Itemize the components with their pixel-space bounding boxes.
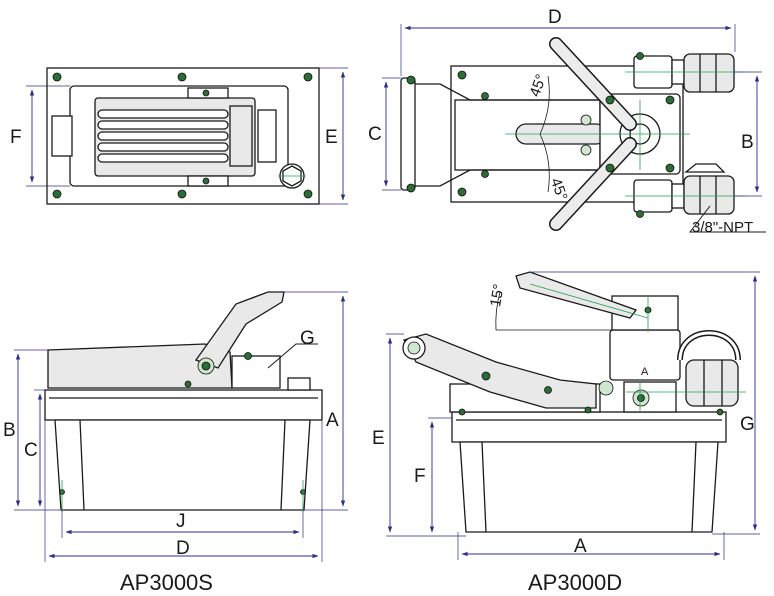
centerlines [505,71,745,197]
valve-head [611,295,679,331]
top-view-single [26,67,348,205]
reservoir-tank [459,441,719,533]
side-view-single [14,291,348,562]
hose-couplers [633,53,735,215]
valve-handles [549,37,637,231]
thread-callout: 3/8"-NPT [692,219,753,236]
model-label-double: AP3000D [528,570,622,595]
reservoir-tank [54,419,311,511]
valve-lever [515,271,638,319]
dim-label-j: J [176,511,186,532]
angle-upper: 45° [526,72,550,99]
coupler [685,359,739,407]
model-label-single: AP3000S [120,570,213,595]
dim-label-e: E [325,127,338,148]
valve-mark: A [641,366,649,378]
dim-label-g: G [300,328,315,349]
dim-label-a: A [326,410,339,431]
side-view-double [386,271,760,560]
dim-label-d: D [548,7,562,28]
dim-label-f: F [10,127,22,148]
dim-label-a: A [574,536,587,557]
dim-label-g: G [740,414,755,435]
left-lug [51,115,73,157]
reservoir-lid [44,389,323,421]
dim-label-c: C [368,124,382,145]
valve-housing [231,355,281,389]
dim-label-b: B [3,420,16,441]
foot-pedal [194,291,285,369]
pedal-ribs [97,105,253,167]
pedal-end [400,77,416,191]
dim-label-d: D [176,538,190,559]
mounting-bolts [406,52,675,218]
fill-cap-icon [278,163,306,189]
manifold [623,381,677,413]
dim-label-b: B [741,132,754,153]
angle-handle: 15° [487,283,508,308]
bolts [402,306,724,416]
dim-label-f: F [414,466,426,487]
dim-label-c: C [24,440,38,461]
dim-label-e: E [372,428,385,449]
right-lug [257,109,277,163]
pedal-base [47,343,233,389]
reservoir-lid [451,411,727,443]
bolts [59,352,306,495]
angle-lower: 45° [547,176,571,203]
fill-cap [287,377,311,391]
mounting-bolts [52,72,313,199]
top-view-double [382,24,766,233]
